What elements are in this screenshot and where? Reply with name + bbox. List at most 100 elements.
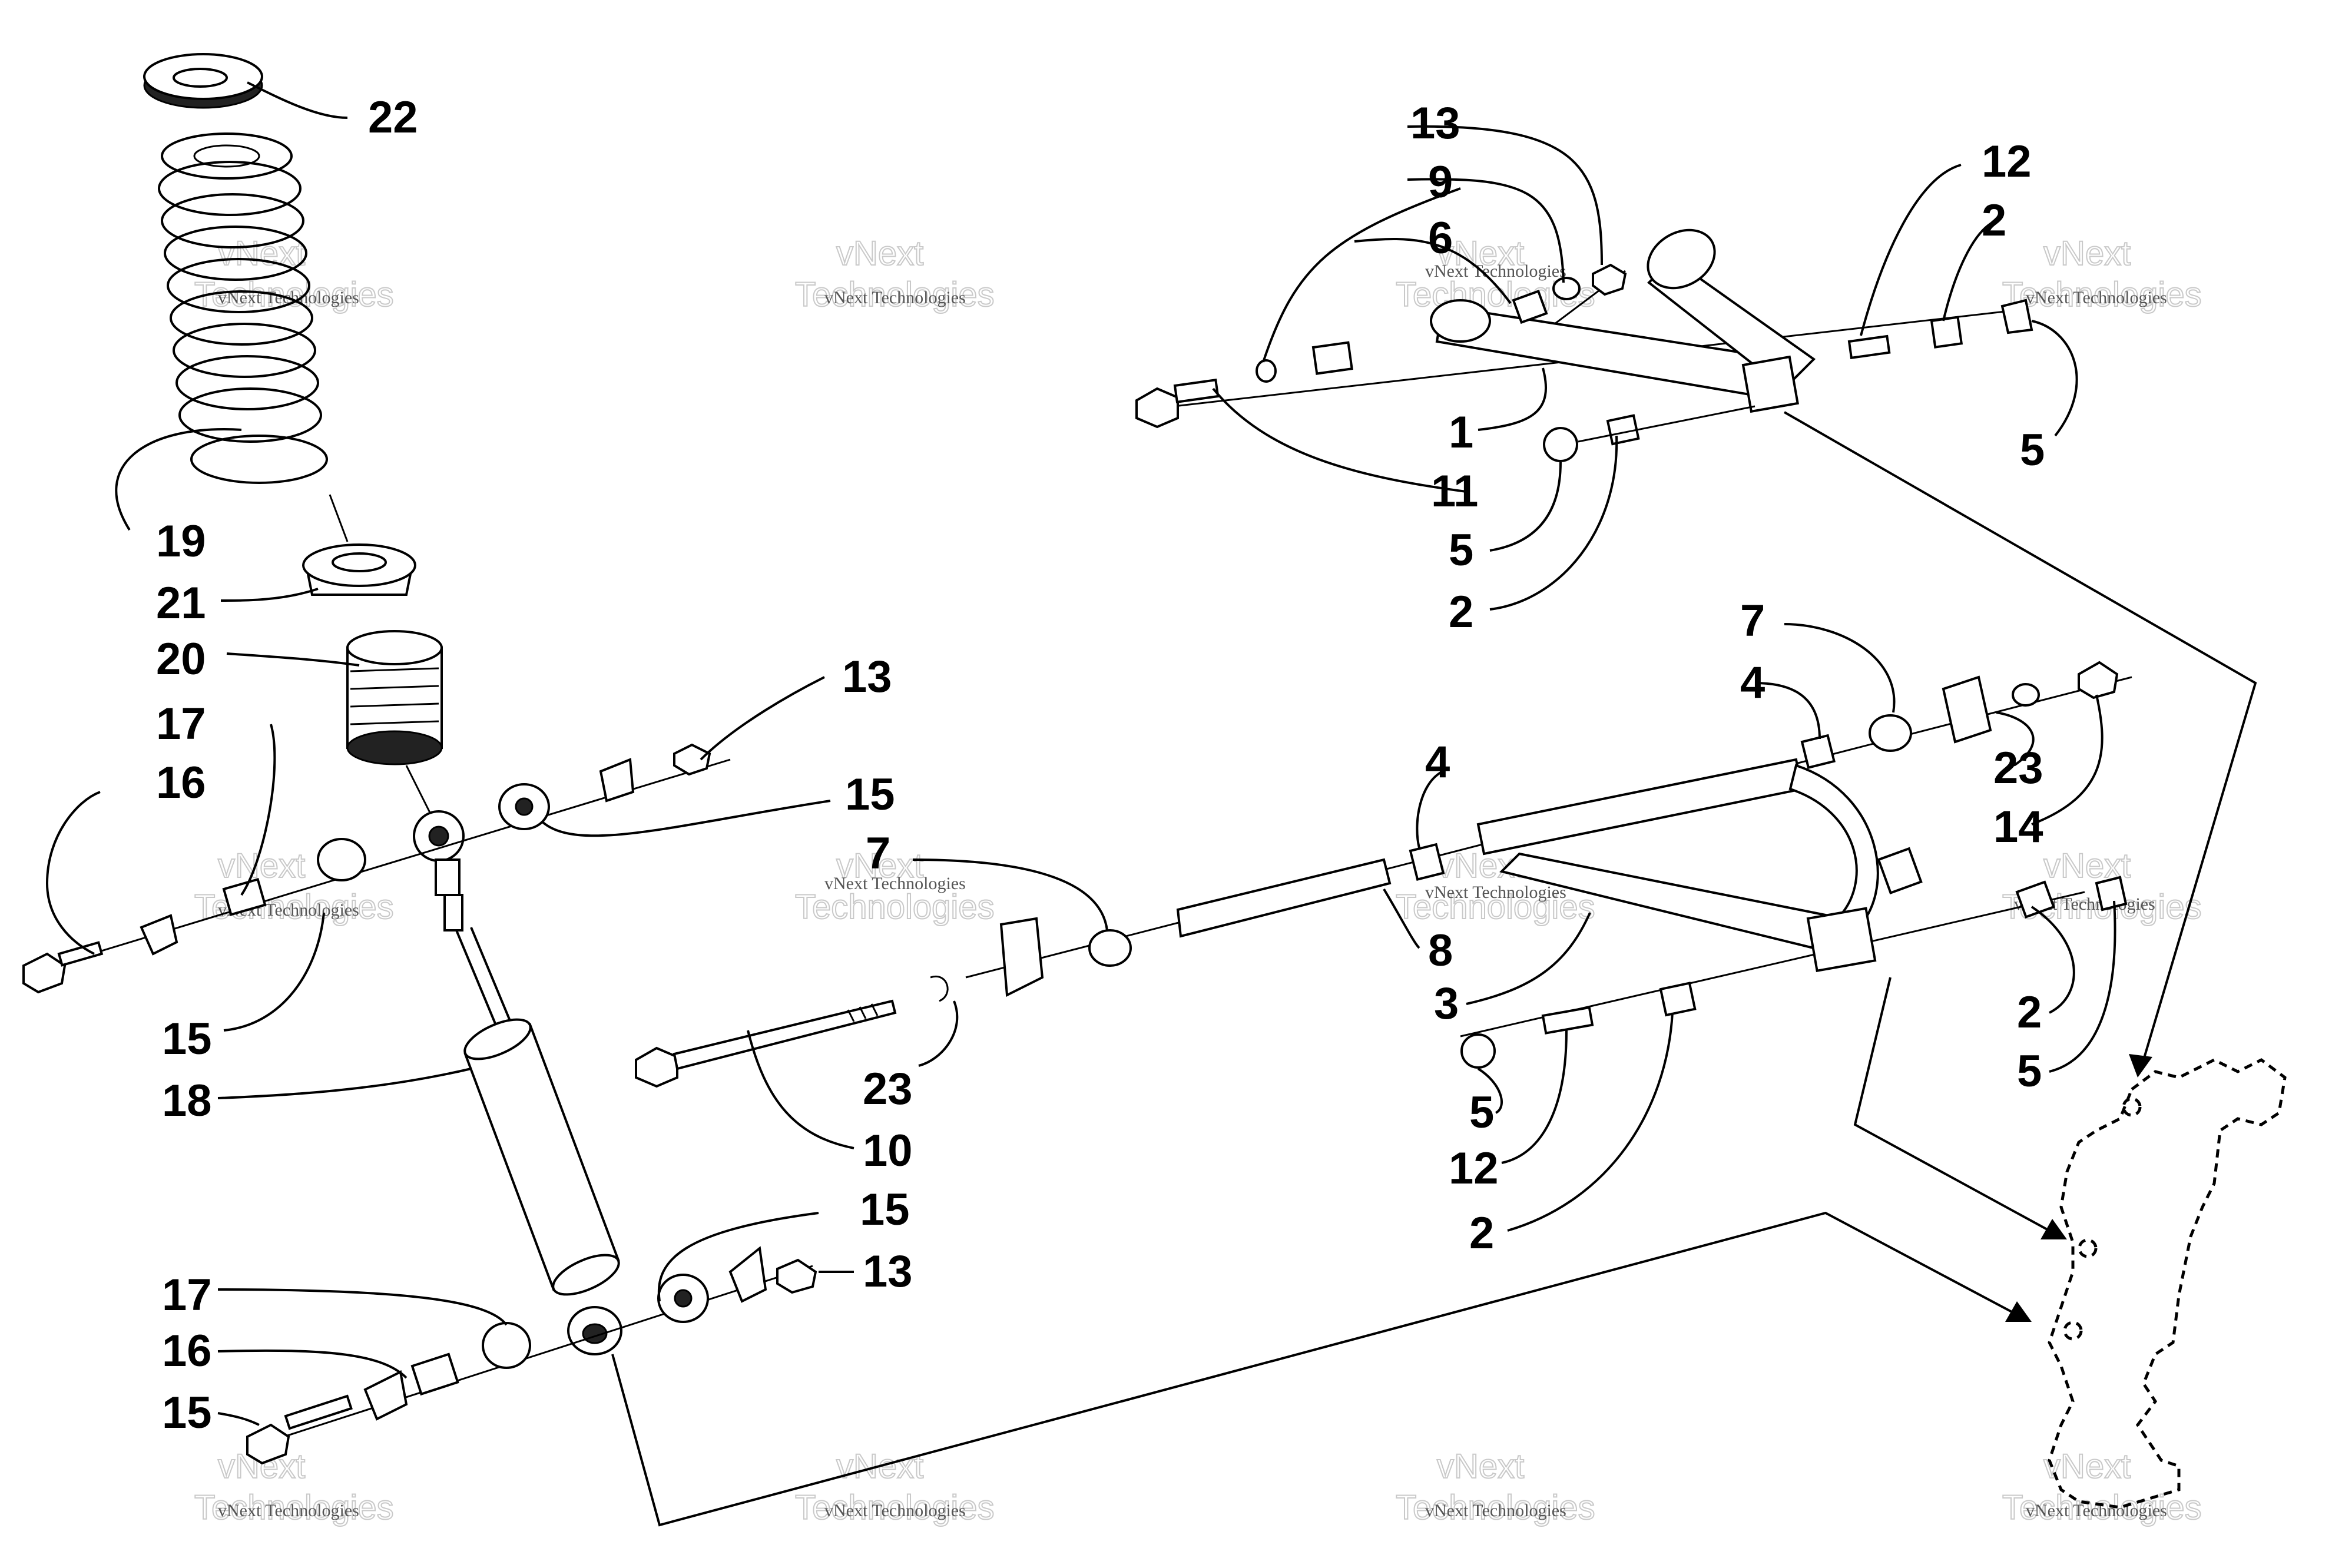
bushing-part xyxy=(1512,290,1548,324)
nut-part xyxy=(1592,263,1627,296)
callout-label: 5 xyxy=(2020,425,2045,475)
lower-a-arm-assembly xyxy=(635,661,2132,1088)
callout-label: 9 xyxy=(1428,157,1453,207)
washer-part xyxy=(1256,359,1277,383)
callout-label: 13 xyxy=(842,652,892,702)
nut-part xyxy=(776,1258,817,1294)
callout-label: 12 xyxy=(1449,1143,1499,1194)
bushing-part xyxy=(1088,929,1132,967)
svg-text:Technologies: Technologies xyxy=(795,1489,995,1527)
svg-text:vNext: vNext xyxy=(218,234,305,273)
callout-label: 15 xyxy=(860,1185,910,1235)
callout-label: 14 xyxy=(1993,802,2043,852)
callout-label: 23 xyxy=(1993,743,2043,793)
adjuster-collar-part xyxy=(346,630,443,765)
svg-text:Technologies: Technologies xyxy=(795,276,995,314)
cam-plate-part xyxy=(999,917,1044,997)
callout-label: 7 xyxy=(1740,596,1765,646)
arm-bushing-part xyxy=(1647,228,1716,290)
watermark: vNext Technologies vNext Technologies xyxy=(794,1447,995,1527)
callout-label: 2 xyxy=(1982,195,2006,246)
upper-shock-mount-hardware xyxy=(22,743,731,994)
callout-label: 3 xyxy=(1434,979,1459,1029)
svg-text:vNext: vNext xyxy=(1437,1447,1524,1486)
lower-arm-part xyxy=(1788,764,1879,932)
callout-label: 19 xyxy=(156,516,206,566)
arm-bushing-part xyxy=(1741,355,1799,413)
lower-shock-mount-hardware xyxy=(246,1246,817,1465)
washer-part xyxy=(140,914,178,956)
svg-text:vNext: vNext xyxy=(1437,234,1524,273)
upper-a-arm-assembly xyxy=(1135,228,2033,462)
callout-label: 15 xyxy=(162,1388,212,1438)
callout-label: 13 xyxy=(1410,98,1460,148)
svg-text:Technologies: Technologies xyxy=(2002,1489,2202,1527)
svg-text:vNext Technologies: vNext Technologies xyxy=(2026,288,2167,307)
bushing-part xyxy=(1800,734,1836,770)
washer-part xyxy=(363,1370,408,1421)
callout-label: 5 xyxy=(2017,1046,2042,1096)
svg-text:vNext: vNext xyxy=(836,234,923,273)
bolt-part xyxy=(246,1394,353,1465)
washer-part xyxy=(599,758,635,803)
bushing-part xyxy=(317,838,366,881)
assembly-arrows xyxy=(611,411,2257,1527)
callout-label: 4 xyxy=(1740,658,1765,708)
watermark: vNext Technologies vNext Technologies xyxy=(1395,1447,1596,1527)
svg-text:Technologies: Technologies xyxy=(795,888,995,926)
svg-text:vNext: vNext xyxy=(218,847,305,885)
svg-text:vNext Technologies: vNext Technologies xyxy=(1425,883,1566,902)
svg-text:vNext Technologies: vNext Technologies xyxy=(824,1501,966,1520)
callout-label: 16 xyxy=(162,1326,212,1376)
callout-label: 1 xyxy=(1449,407,1473,458)
callout-label: 21 xyxy=(156,578,206,628)
bushing-part xyxy=(1311,341,1353,375)
clip-part xyxy=(930,975,949,1002)
watermark: vNext Technologies vNext Technologies xyxy=(794,846,995,927)
pivot-tube-part xyxy=(1176,858,1392,938)
svg-text:Technologies: Technologies xyxy=(1396,1489,1595,1527)
callout-label: 17 xyxy=(162,1270,212,1320)
watermark: vNext Technologies vNext Technologies xyxy=(194,234,395,314)
watermark: vNext Technologies vNext Technologies xyxy=(1395,234,1596,314)
callout-label: 17 xyxy=(156,699,206,749)
spacer-part xyxy=(222,877,267,916)
bushing-part xyxy=(1659,982,1697,1017)
arm-bushing-part xyxy=(1430,299,1491,343)
long-bolt-part xyxy=(635,999,897,1088)
callout-label: 2 xyxy=(1449,587,1473,637)
callout-label: 20 xyxy=(156,634,206,684)
bolt-part xyxy=(1135,378,1220,429)
lower-arm-part xyxy=(1476,758,1804,856)
shock-body-part xyxy=(463,1018,620,1296)
bushing-part xyxy=(482,1322,531,1369)
cap-part xyxy=(2095,876,2128,911)
callout-label: 13 xyxy=(863,1247,913,1297)
callout-label: 4 xyxy=(1425,737,1450,787)
sleeve-part xyxy=(1541,1006,1594,1035)
callout-label: 5 xyxy=(1469,1088,1494,1138)
bolt-part xyxy=(22,941,104,994)
callout-label: 18 xyxy=(162,1076,212,1126)
sleeve-part xyxy=(1847,334,1891,359)
callout-label: 22 xyxy=(368,92,418,142)
callout-label: 15 xyxy=(845,770,895,820)
svg-text:vNext Technologies: vNext Technologies xyxy=(1425,1501,1566,1520)
arm-bushing-part xyxy=(1806,907,1877,972)
cap-part xyxy=(1460,1033,1496,1069)
washer-part xyxy=(2012,683,2040,707)
cap-part xyxy=(2000,299,2033,334)
callout-label: 5 xyxy=(1449,525,1473,575)
watermarks: vNext Technologies vNext Technologies vN… xyxy=(194,234,2202,1527)
svg-text:vNext: vNext xyxy=(836,847,923,885)
leader-lines xyxy=(45,81,2116,1426)
shock-top-eye-part xyxy=(413,810,465,931)
watermark: vNext Technologies vNext Technologies xyxy=(2002,1447,2202,1527)
callout-label: 2 xyxy=(1469,1208,1494,1258)
nut-part xyxy=(673,743,711,776)
svg-text:Technologies: Technologies xyxy=(1396,888,1595,926)
spring-seat-part xyxy=(302,543,416,596)
cap-part xyxy=(1543,427,1578,462)
callout-label: 6 xyxy=(1428,213,1453,263)
watermark: vNext Technologies vNext Technologies xyxy=(194,1447,395,1527)
